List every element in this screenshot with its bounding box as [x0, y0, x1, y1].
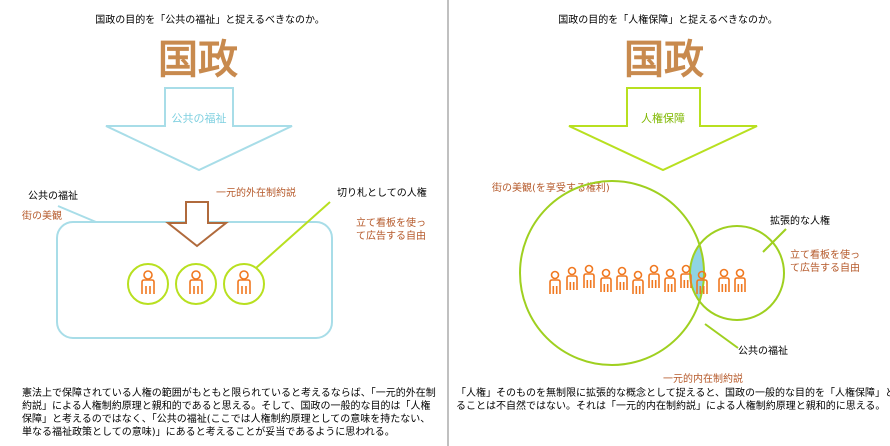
left-body-line-2: 約説」による人権制約原理と親和的であると思える。そして、国政の一般的な目的は「人… — [22, 401, 431, 412]
right-arrow-label: 人権保障 — [641, 111, 685, 125]
left-person-2 — [175, 263, 217, 305]
right-label-expansive: 拡張的な人権 — [770, 214, 830, 227]
right-person-6 — [632, 270, 644, 294]
right-expansive-callout — [762, 228, 787, 253]
right-people-group — [549, 264, 708, 294]
right-label-internal: 一元的内在制約説 — [663, 372, 743, 385]
right-person-small-1 — [718, 268, 730, 292]
left-heading: 国政の目的を「公共の福祉」と捉えるべきなのか。 — [95, 13, 325, 26]
left-label-street: 街の美観 — [22, 209, 62, 222]
right-heading: 国政の目的を「人権保障」と捉えるべきなのか。 — [558, 13, 778, 26]
right-person-4 — [600, 268, 612, 292]
right-person-10 — [696, 270, 708, 294]
left-label-trump: 切り札としての人権 — [337, 186, 427, 199]
right-person-8 — [664, 268, 676, 292]
left-arrow-external-constraint — [165, 201, 229, 248]
left-label-external: 一元的外在制約説 — [216, 186, 296, 199]
right-big-circle — [519, 180, 705, 366]
left-person-3 — [223, 263, 265, 305]
right-person-5 — [616, 266, 628, 290]
right-welfare-callout — [704, 323, 739, 349]
right-body-text: 「人権」そのものを無制限に拡張的な概念として捉えると、国政の一般的な目的を「人権… — [456, 387, 890, 413]
right-arrow-human-rights — [568, 87, 758, 172]
left-label-public-welfare: 公共の福祉 — [28, 189, 78, 202]
left-person-1 — [127, 263, 169, 305]
right-label-street-enjoy: 街の美観(を享受する権利) — [492, 181, 610, 194]
right-label-sign-1: 立て看板を使っ — [790, 248, 860, 261]
left-arrow-public-welfare — [105, 87, 293, 172]
left-body-line-3: 保障」と考えるのではなく、「公共の福祉(ここでは人権制約原理としての意味を持たな… — [22, 414, 431, 425]
left-panel: 国政の目的を「公共の福祉」と捉えるべきなのか。 国政 公共の福祉 公共の福祉 街… — [22, 13, 427, 339]
left-frame-connector — [57, 205, 97, 223]
left-label-sign-1: 立て看板を使っ — [356, 216, 426, 229]
right-person-small-2 — [734, 268, 746, 292]
right-body-line-1: 「人権」そのものを無制限に拡張的な概念として捉えると、国政の一般的な目的を「人権… — [456, 388, 890, 399]
left-label-sign-2: て広告する自由 — [356, 229, 426, 242]
right-label-public-welfare: 公共の福祉 — [738, 344, 788, 357]
right-person-3 — [583, 264, 595, 288]
right-label-sign-2: て広告する自由 — [790, 261, 860, 274]
right-panel: 国政の目的を「人権保障」と捉えるべきなのか。 国政 人権保障 街の美観(を享受す… — [492, 13, 860, 385]
right-person-9 — [680, 264, 692, 288]
right-big-title: 国政 — [624, 37, 704, 83]
right-body-line-2: ることは不自然ではない。それは「一元的内在制約説」による人権制約原理と親和的に思… — [456, 401, 886, 412]
left-body-line-4: 単なる福祉政策としての意味)」にあると考えることが妥当であるように思われる。 — [22, 427, 395, 438]
left-callout-line — [255, 201, 331, 269]
right-person-2 — [566, 266, 578, 290]
right-people-small-group — [718, 268, 746, 292]
left-body-text: 憲法上で保障されている人権の範囲がもともと限られていると考えるならば、「一元的外… — [22, 387, 436, 439]
right-person-7 — [648, 264, 660, 288]
right-person-1 — [549, 270, 561, 294]
left-big-title: 国政 — [158, 37, 238, 83]
right-small-circle — [689, 225, 785, 321]
left-body-line-1: 憲法上で保障されている人権の範囲がもともと限られていると考えるならば、「一元的外… — [22, 388, 436, 399]
left-arrow-label: 公共の福祉 — [172, 111, 227, 125]
